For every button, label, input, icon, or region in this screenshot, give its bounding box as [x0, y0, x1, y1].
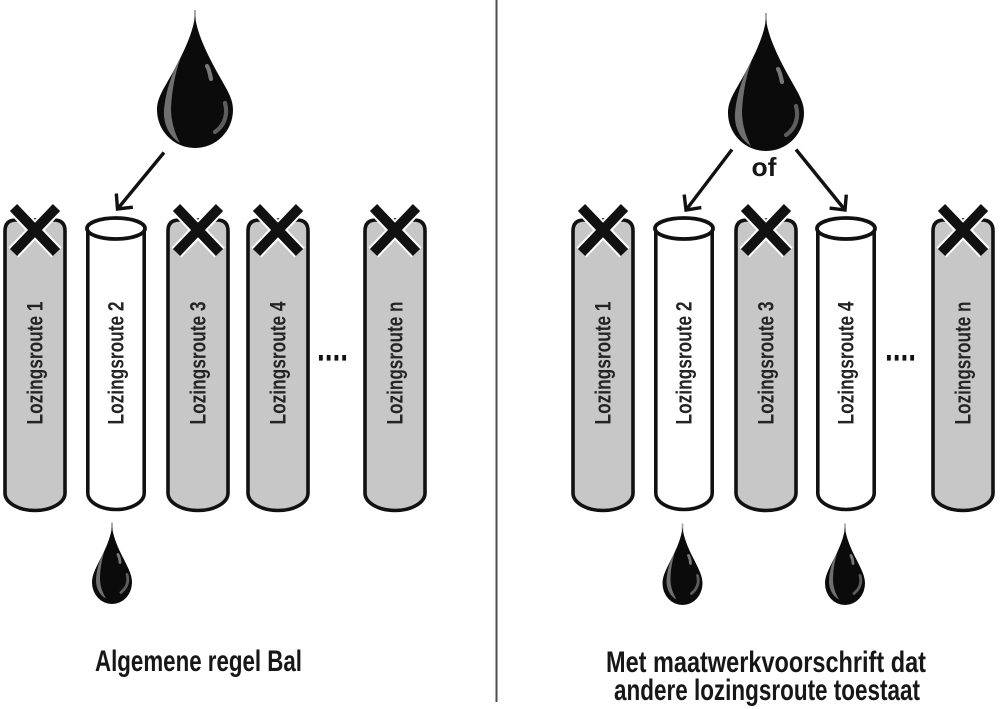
svg-text:Lozingsroute n: Lozingsroute n [951, 302, 976, 425]
svg-text:Met maatwerkvoorschrift dat: Met maatwerkvoorschrift dat [606, 646, 926, 679]
svg-text:Lozingsroute n: Lozingsroute n [383, 302, 408, 425]
svg-text:andere lozingsroute toestaat: andere lozingsroute toestaat [614, 674, 920, 707]
svg-text:Lozingsroute 3: Lozingsroute 3 [186, 302, 211, 425]
svg-text:Lozingsroute 3: Lozingsroute 3 [754, 302, 779, 425]
svg-text:Lozingsroute 4: Lozingsroute 4 [266, 301, 291, 425]
svg-text:of: of [752, 152, 777, 182]
svg-text:Lozingsroute 1: Lozingsroute 1 [591, 302, 616, 425]
svg-text:Algemene regel Bal: Algemene regel Bal [95, 645, 302, 678]
svg-text:Lozingsroute 4: Lozingsroute 4 [834, 301, 859, 425]
svg-text:Lozingsroute 2: Lozingsroute 2 [104, 302, 129, 425]
svg-text:Lozingsroute 1: Lozingsroute 1 [23, 302, 48, 425]
svg-text:Lozingsroute 2: Lozingsroute 2 [672, 302, 697, 425]
